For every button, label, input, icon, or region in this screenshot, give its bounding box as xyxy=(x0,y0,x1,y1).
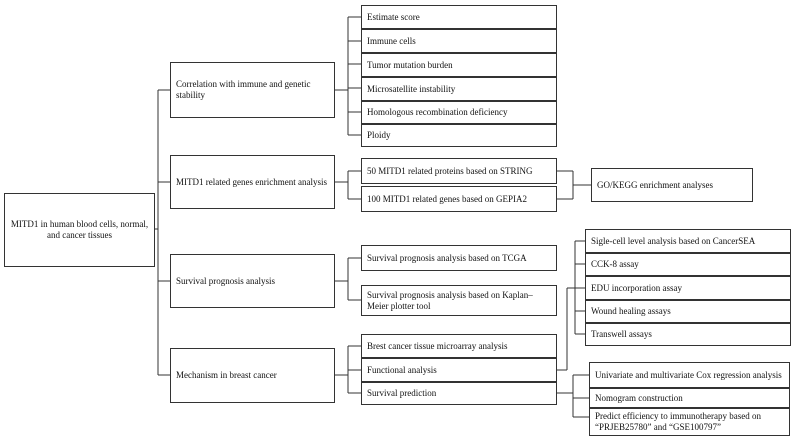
survival-item: Survival prognosis analysis based on TCG… xyxy=(361,245,557,271)
item-label: Univariate and multivariate Cox regressi… xyxy=(595,369,782,380)
item-label: Microsatellite instability xyxy=(367,83,456,94)
prediction-item: Nomogram construction xyxy=(589,388,790,408)
branch-label: MITD1 related genes enrichment analysis xyxy=(176,176,327,187)
immune-item: Microsatellite instability xyxy=(361,77,557,101)
root-node: MITD1 in human blood cells, normal, and … xyxy=(4,193,155,267)
mechanism-item: Survival prediction xyxy=(361,382,557,405)
survival-item: Survival prognosis analysis based on Kap… xyxy=(361,285,557,316)
item-label: EDU incorporation assay xyxy=(591,282,682,293)
item-label: Tumor mutation burden xyxy=(367,59,453,70)
functional-item: Wound healing assays xyxy=(585,300,791,323)
item-label: Transwell assays xyxy=(591,329,652,339)
enrichment-result: GO/KEGG enrichment analyses xyxy=(591,168,753,202)
functional-item: CCK-8 assay xyxy=(585,253,791,276)
mechanism-item: Functional analysis xyxy=(361,358,557,382)
branch-genes-enrichment: MITD1 related genes enrichment analysis xyxy=(170,155,335,209)
branch-label: Mechanism in breast cancer xyxy=(176,370,277,380)
immune-item: Immune cells xyxy=(361,29,557,53)
item-label: Ploidy xyxy=(367,130,391,140)
item-label: Wound healing assays xyxy=(591,306,671,316)
item-label: Homologous recombination deficiency xyxy=(367,107,508,117)
prediction-item: Univariate and multivariate Cox regressi… xyxy=(589,362,790,388)
root-label: MITD1 in human blood cells, normal, and … xyxy=(10,219,149,240)
item-label: Survival prognosis analysis based on Kap… xyxy=(367,289,533,311)
immune-item: Estimate score xyxy=(361,5,557,29)
functional-item: EDU incorporation assay xyxy=(585,276,791,300)
branch-label: Correlation with immune and genetic stab… xyxy=(176,79,311,100)
mechanism-item: Brest cancer tissue microarray analysis xyxy=(361,334,557,358)
prediction-item: Predict efficiency to immunotherapy base… xyxy=(589,408,790,436)
functional-item: Sigle-cell level analysis based on Cance… xyxy=(585,229,791,253)
item-label: Nomogram construction xyxy=(595,392,683,403)
item-label: Functional analysis xyxy=(367,364,437,375)
item-label: 50 MITD1 related proteins based on STRIN… xyxy=(367,165,533,176)
branch-survival-prognosis: Survival prognosis analysis xyxy=(170,254,335,308)
item-label: Estimate score xyxy=(367,11,420,22)
enrichment-item: 100 MITD1 related genes based on GEPIA2 xyxy=(361,186,557,212)
item-label: Survival prognosis analysis based on TCG… xyxy=(367,252,527,263)
immune-item: Tumor mutation burden xyxy=(361,53,557,77)
item-label: Immune cells xyxy=(367,35,416,46)
immune-item: Homologous recombination deficiency xyxy=(361,101,557,124)
immune-item: Ploidy xyxy=(361,124,557,147)
branch-breast-cancer-mechanism: Mechanism in breast cancer xyxy=(170,348,335,403)
enrichment-item: 50 MITD1 related proteins based on STRIN… xyxy=(361,158,557,184)
branch-immune-genetic-stability: Correlation with immune and genetic stab… xyxy=(170,62,335,118)
item-label: 100 MITD1 related genes based on GEPIA2 xyxy=(367,193,527,204)
item-label: Brest cancer tissue microarray analysis xyxy=(367,340,508,351)
branch-label: Survival prognosis analysis xyxy=(176,275,275,286)
item-label: Sigle-cell level analysis based on Cance… xyxy=(591,235,756,246)
item-label: CCK-8 assay xyxy=(591,259,639,269)
functional-item: Transwell assays xyxy=(585,323,791,346)
item-label: Predict efficiency to immunotherapy base… xyxy=(595,411,762,432)
item-label: Survival prediction xyxy=(367,388,437,398)
item-label: GO/KEGG enrichment analyses xyxy=(597,179,713,190)
